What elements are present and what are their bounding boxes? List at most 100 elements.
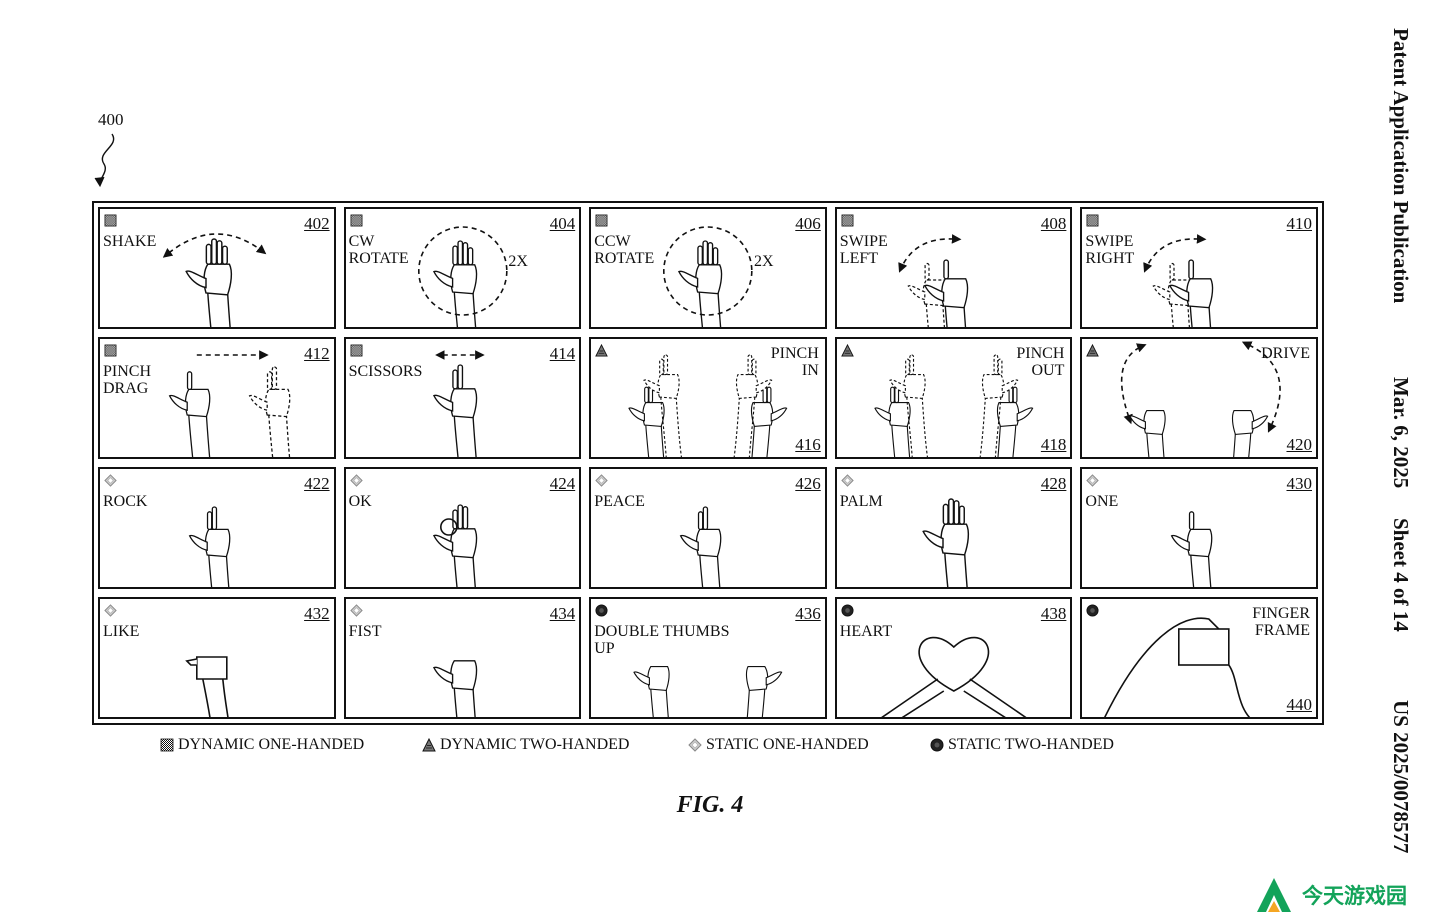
watermark-text: 今天游戏园 xyxy=(1302,884,1407,908)
gesture-illustration xyxy=(880,636,1027,717)
gesture-label: SHAKE xyxy=(103,233,157,250)
static-one-handed-icon xyxy=(1086,474,1100,487)
patent-header-sidebar: Patent Application Publication Mar. 6, 2… xyxy=(1388,20,1428,890)
gesture-illustration xyxy=(1121,341,1282,457)
gesture-panel-418: 418 PINCH OUT xyxy=(834,337,1073,459)
dynamic-one-handed-icon xyxy=(595,214,608,227)
dynamic-two-handed-icon xyxy=(1086,344,1100,357)
static-one-handed-icon xyxy=(349,474,363,487)
gesture-illustration xyxy=(922,498,969,587)
dynamic-one-handed-icon xyxy=(350,344,363,357)
panel-number: 418 xyxy=(1040,435,1067,454)
dynamic-two-handed-icon xyxy=(595,344,609,357)
figure-reference-number: 400 xyxy=(98,110,124,129)
gesture-illustration xyxy=(1143,234,1214,327)
gesture-panel-416: 416 PINCH IN xyxy=(589,337,827,459)
gesture-illustration xyxy=(185,656,229,717)
watermark-logo-icon xyxy=(1257,878,1291,912)
gesture-label: ONE xyxy=(1085,493,1119,510)
static-one-handed-icon xyxy=(349,604,363,617)
gesture-illustration xyxy=(874,354,1034,457)
publication-title: Patent Application Publication xyxy=(1389,28,1413,304)
panel-number: 424 xyxy=(549,474,576,493)
sheet-number: Sheet 4 of 14 xyxy=(1389,518,1413,632)
repeat-count: 2X xyxy=(508,253,528,270)
gesture-illustration xyxy=(432,660,477,717)
legend: DYNAMIC ONE-HANDED DYNAMIC TWO-HANDED STAT… xyxy=(160,736,1160,758)
panel-number: 426 xyxy=(795,474,821,493)
publication-date: Mar. 6, 2025 xyxy=(1389,377,1413,489)
dynamic-one-handed-icon xyxy=(1086,214,1099,227)
panel-number: 438 xyxy=(1040,604,1067,623)
panel-number: 432 xyxy=(304,604,330,623)
gesture-illustration xyxy=(898,234,969,327)
publication-number: US 2025/0078577 xyxy=(1389,700,1413,854)
panel-number: 406 xyxy=(795,214,821,233)
panel-number: 416 xyxy=(795,435,821,454)
gesture-label: SWIPE RIGHT xyxy=(1085,233,1135,267)
gesture-label: FINGER FRAME xyxy=(1252,605,1310,639)
legend-item-static-one: STATIC ONE-HANDED xyxy=(688,736,869,754)
gesture-label: CW ROTATE xyxy=(348,233,409,267)
gesture-label: ROCK xyxy=(103,493,148,510)
legend-item-static-two: STATIC TWO-HANDED xyxy=(930,736,1114,754)
gesture-illustration xyxy=(679,506,722,587)
gesture-illustration xyxy=(432,504,477,587)
repeat-count: 2X xyxy=(753,253,774,270)
panel-number: 428 xyxy=(1040,474,1067,493)
panel-number: 436 xyxy=(795,604,821,623)
panel-number: 402 xyxy=(304,214,330,233)
gesture-illustration xyxy=(633,666,783,717)
static-one-handed-icon xyxy=(104,474,117,487)
reference-leader-arrow xyxy=(94,133,115,188)
watermark: 今天游戏园 xyxy=(1254,872,1434,918)
static-one-handed-icon xyxy=(841,474,854,487)
gesture-label: PINCH IN xyxy=(770,345,819,379)
gesture-illustration xyxy=(628,354,788,457)
gesture-label: PALM xyxy=(839,493,883,510)
panel-number: 404 xyxy=(549,214,576,233)
panel-number: 414 xyxy=(549,344,576,363)
static-one-handed-icon xyxy=(595,474,608,487)
panel-number: 420 xyxy=(1286,435,1312,454)
dynamic-two-handed-icon xyxy=(840,344,854,357)
gesture-illustration xyxy=(1104,617,1251,717)
legend-label: STATIC ONE-HANDED xyxy=(706,736,869,753)
gesture-illustration xyxy=(162,233,267,327)
gesture-panel-404: 404 CW ROTATE 2X xyxy=(343,207,582,329)
gesture-label: DOUBLE THUMBS UP xyxy=(594,623,730,657)
static-one-handed-icon xyxy=(104,604,117,617)
gesture-label: SWIPE LEFT xyxy=(839,233,888,267)
gesture-label: LIKE xyxy=(103,623,140,640)
gesture-label: CCW ROTATE xyxy=(594,233,655,267)
gesture-illustration xyxy=(432,350,485,457)
gesture-label: PINCH OUT xyxy=(1016,345,1065,379)
static-two-handed-icon xyxy=(841,604,854,617)
legend-label: DYNAMIC TWO-HANDED xyxy=(440,736,630,753)
gesture-illustration xyxy=(168,350,291,457)
dynamic-one-handed-icon xyxy=(350,214,363,227)
panel-number: 410 xyxy=(1286,214,1312,233)
gesture-label: SCISSORS xyxy=(348,363,423,380)
legend-item-dynamic-one: DYNAMIC ONE-HANDED xyxy=(160,736,364,754)
panel-number: 412 xyxy=(304,344,330,363)
dynamic-one-handed-icon xyxy=(104,214,117,227)
gesture-label: HEART xyxy=(839,623,893,640)
static-two-handed-icon xyxy=(595,604,608,617)
gesture-label: PEACE xyxy=(594,493,645,510)
dynamic-one-handed-icon xyxy=(104,344,117,357)
